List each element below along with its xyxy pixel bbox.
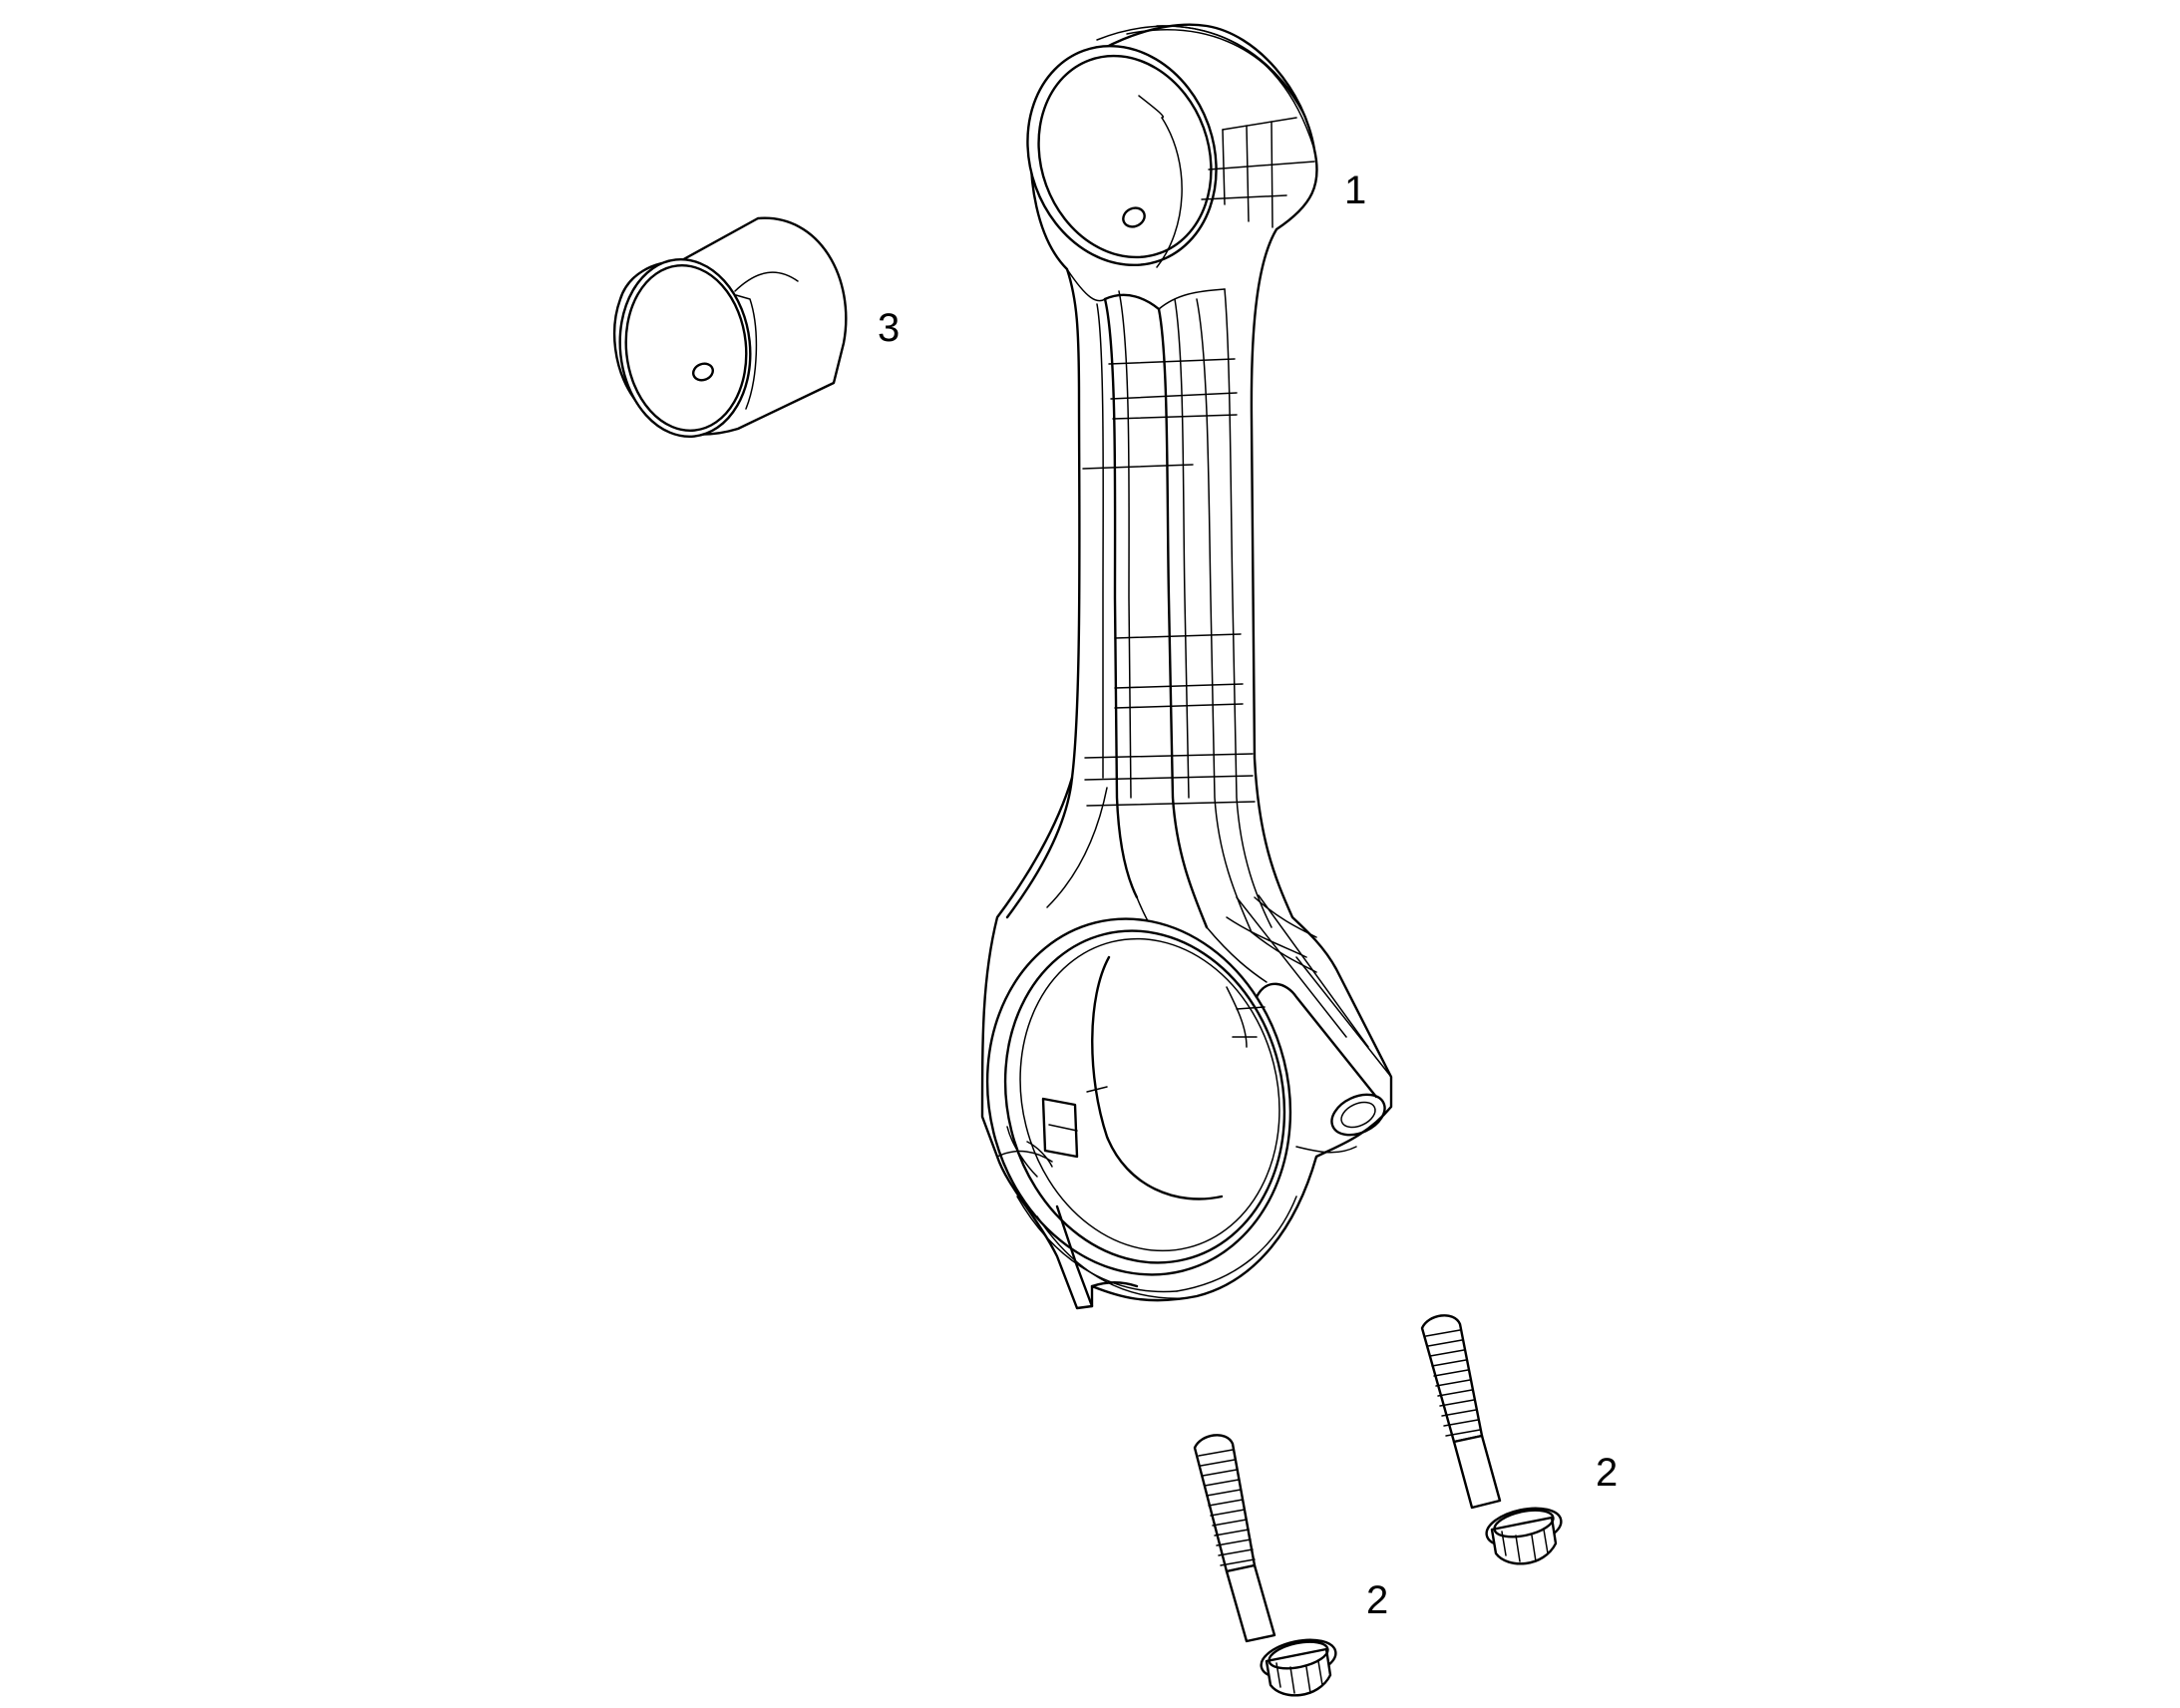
callout-bushing: 3 [878,306,900,350]
bushing-part [612,216,848,438]
connecting-rod-part [980,23,1393,1310]
callout-connecting-rod: 1 [1344,169,1366,212]
bolt-lower-part [1193,1434,1337,1697]
callout-bolt-lower: 2 [1366,1578,1388,1622]
callout-bolt-upper: 2 [1596,1451,1618,1495]
bolt-upper-part [1420,1314,1563,1565]
